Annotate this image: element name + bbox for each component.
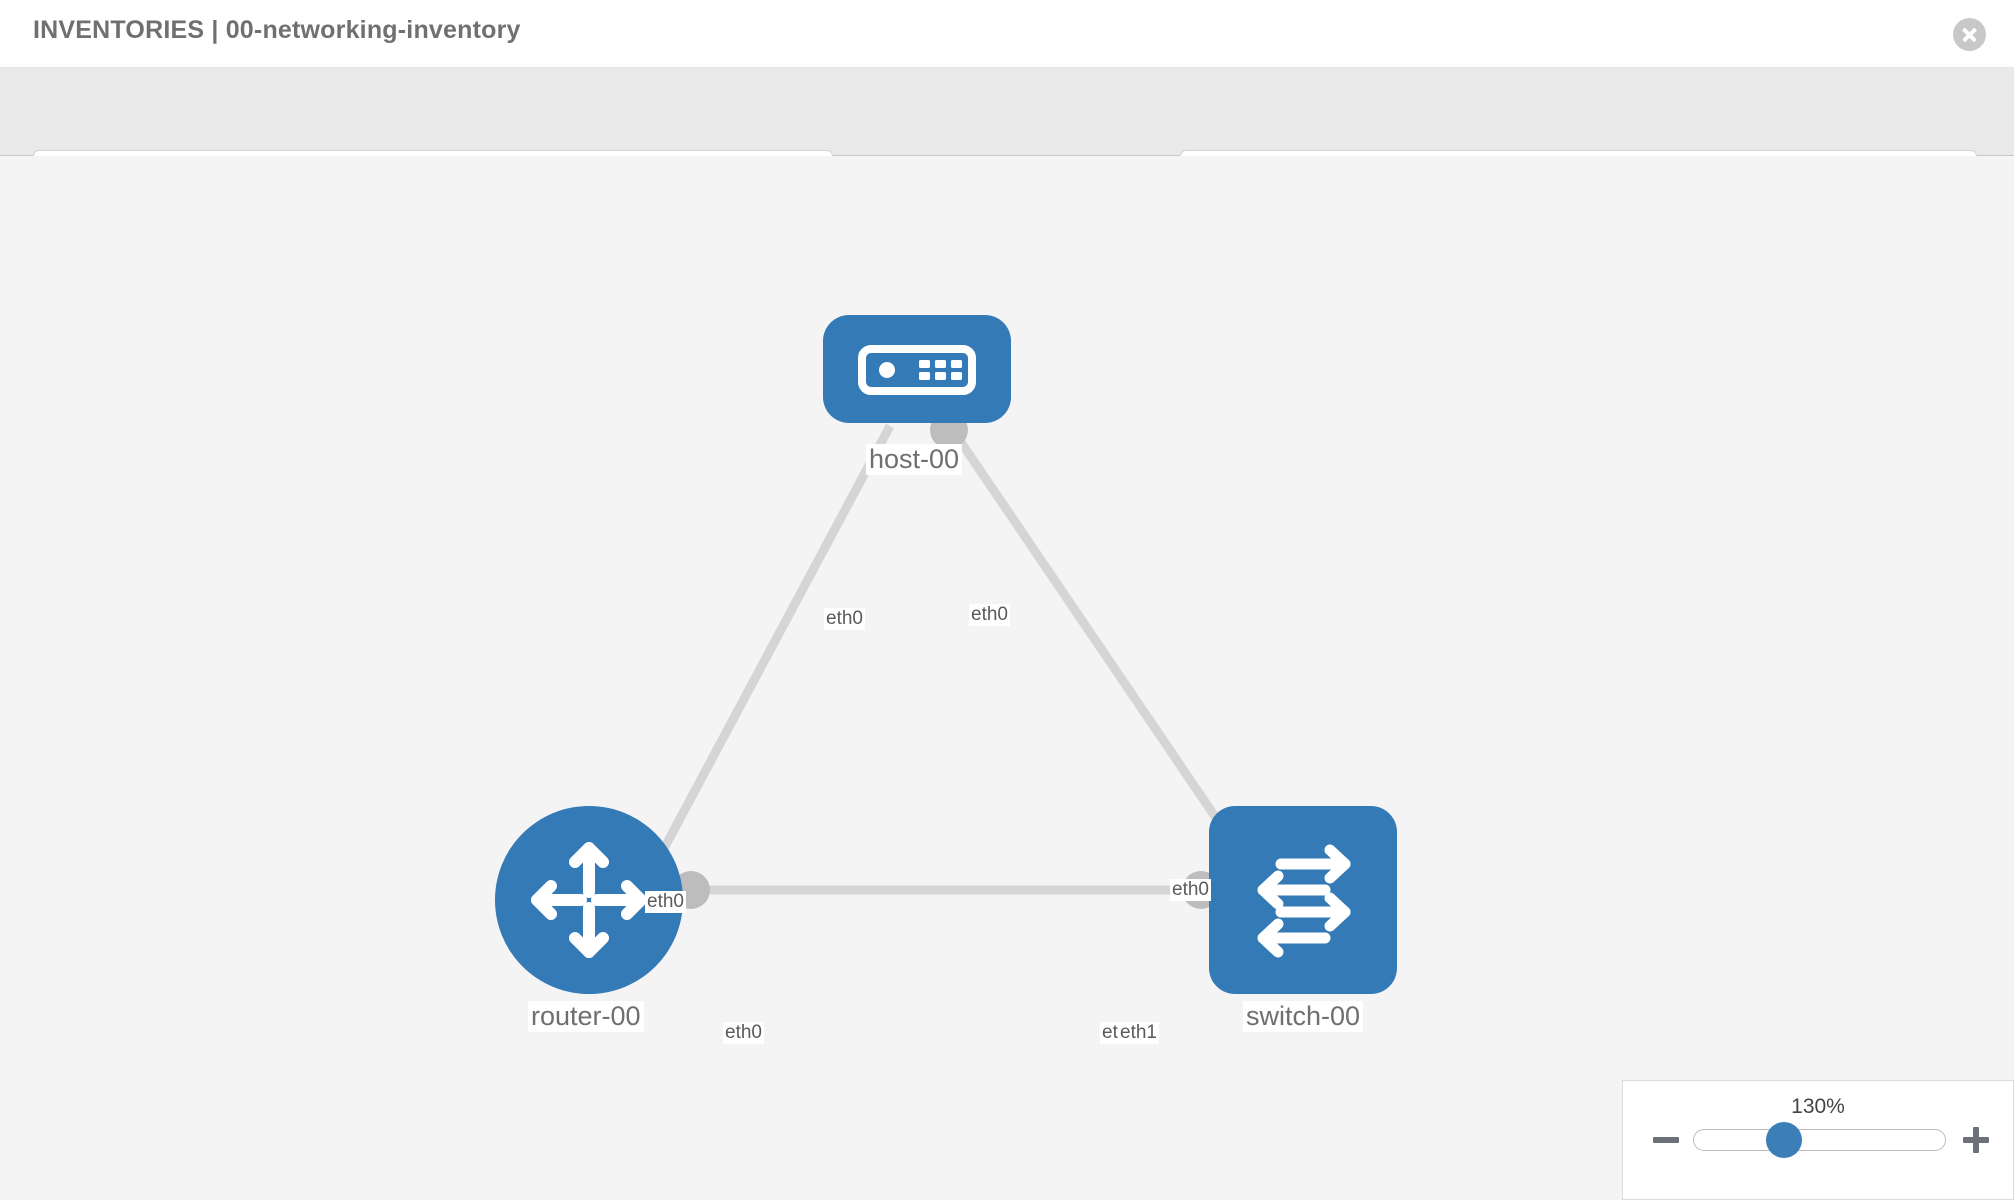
node-label-switch-00: switch-00: [1243, 1001, 1364, 1032]
node-label-host-00: host-00: [866, 444, 963, 475]
switch-arrows-icon: [1257, 844, 1351, 958]
page-title: INVENTORIES | 00-networking-inventory: [33, 16, 521, 44]
zoom-control-panel: 130%: [1622, 1080, 2014, 1200]
interface-label-router-upper: eth0: [645, 891, 686, 913]
close-icon[interactable]: [1953, 18, 1986, 51]
topology-node-switch-00[interactable]: [1209, 806, 1397, 994]
page-header: INVENTORIES | 00-networking-inventory: [0, 0, 2014, 68]
zoom-level-value: 130%: [1791, 1095, 1845, 1118]
topology-node-host-00[interactable]: [823, 315, 1011, 423]
zoom-slider-thumb[interactable]: [1766, 1122, 1802, 1158]
interface-label-switch-upper: eth0: [1170, 879, 1211, 901]
router-arrows-icon: [531, 842, 647, 958]
toolbar: ACTIONS SEARCH: [0, 68, 2014, 202]
plus-icon[interactable]: [1961, 1125, 1991, 1155]
node-label-router-00: router-00: [528, 1001, 644, 1032]
server-icon: [858, 345, 976, 395]
topology-edges: [656, 423, 1239, 895]
zoom-slider-track[interactable]: [1693, 1129, 1946, 1151]
interface-label-host-right: eth0: [969, 604, 1010, 626]
topology-canvas[interactable]: eth0 eth0 eth0 eth0 eth0 eth eth1 host-0…: [0, 156, 2014, 1200]
minus-icon[interactable]: [1651, 1125, 1681, 1155]
interface-label-router-right: eth0: [723, 1022, 764, 1044]
interface-label-switch-left-b: eth1: [1118, 1022, 1159, 1044]
interface-label-host-left: eth0: [824, 608, 865, 630]
